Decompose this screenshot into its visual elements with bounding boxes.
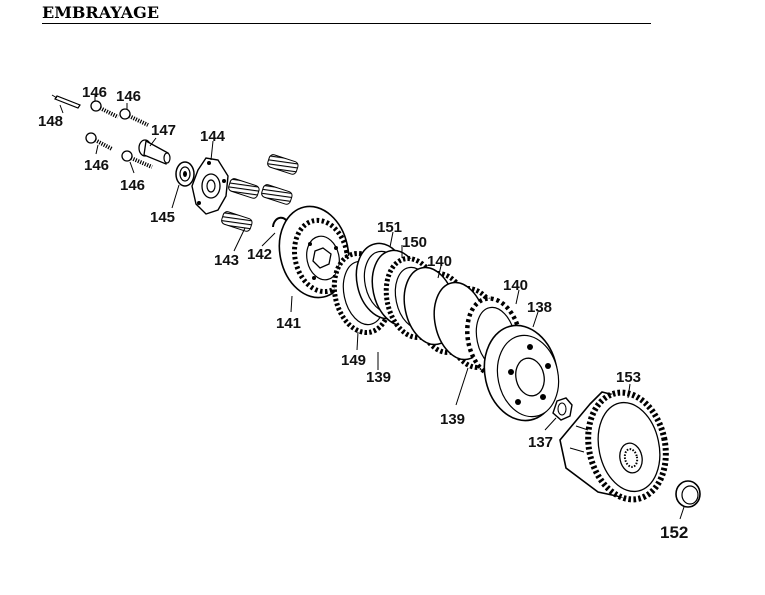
shaft-147 bbox=[138, 139, 171, 165]
clutch-hub-141 bbox=[278, 205, 351, 299]
callout-145: 145 bbox=[150, 209, 175, 226]
callout-149: 149 bbox=[341, 352, 366, 369]
callout-148: 148 bbox=[38, 113, 63, 130]
callout-137: 137 bbox=[528, 434, 553, 451]
callout-151: 151 bbox=[377, 219, 402, 236]
callout-labels: 148 146 146 147 144 146 146 145 143 142 … bbox=[38, 84, 688, 542]
callout-139-b: 139 bbox=[440, 411, 465, 428]
callout-147: 147 bbox=[151, 122, 176, 139]
callout-153: 153 bbox=[616, 369, 641, 386]
bolt-146-c bbox=[85, 132, 113, 151]
callout-146-c: 146 bbox=[84, 157, 109, 174]
callout-152: 152 bbox=[660, 523, 688, 542]
bolt-146-a bbox=[90, 100, 119, 119]
bolt-146-d bbox=[121, 150, 153, 169]
bolt-146-b bbox=[119, 108, 149, 127]
leader-lines bbox=[59, 95, 685, 520]
bushing-152 bbox=[675, 480, 701, 508]
callout-143: 143 bbox=[214, 252, 239, 269]
callout-141: 141 bbox=[276, 315, 301, 332]
pin-148 bbox=[51, 94, 81, 109]
callout-140-b: 140 bbox=[503, 277, 528, 294]
title-underline bbox=[42, 23, 651, 24]
callout-142: 142 bbox=[247, 246, 272, 263]
callout-146-b: 146 bbox=[116, 88, 141, 105]
callout-146-d: 146 bbox=[120, 177, 145, 194]
pressure-plate-144 bbox=[191, 157, 229, 215]
clutch-springs-143 bbox=[221, 154, 299, 232]
callout-146-a: 146 bbox=[82, 84, 107, 101]
callout-150: 150 bbox=[402, 234, 427, 251]
lock-washer-137 bbox=[552, 397, 573, 421]
callout-138: 138 bbox=[527, 299, 552, 316]
callout-144: 144 bbox=[200, 128, 226, 145]
bearing-145 bbox=[175, 161, 195, 187]
clutch-basket-153 bbox=[559, 389, 669, 503]
callout-140-a: 140 bbox=[427, 253, 452, 270]
page-title: EMBRAYAGE bbox=[42, 3, 160, 22]
pressure-disc-138 bbox=[483, 324, 560, 422]
callout-139-a: 139 bbox=[366, 369, 391, 386]
